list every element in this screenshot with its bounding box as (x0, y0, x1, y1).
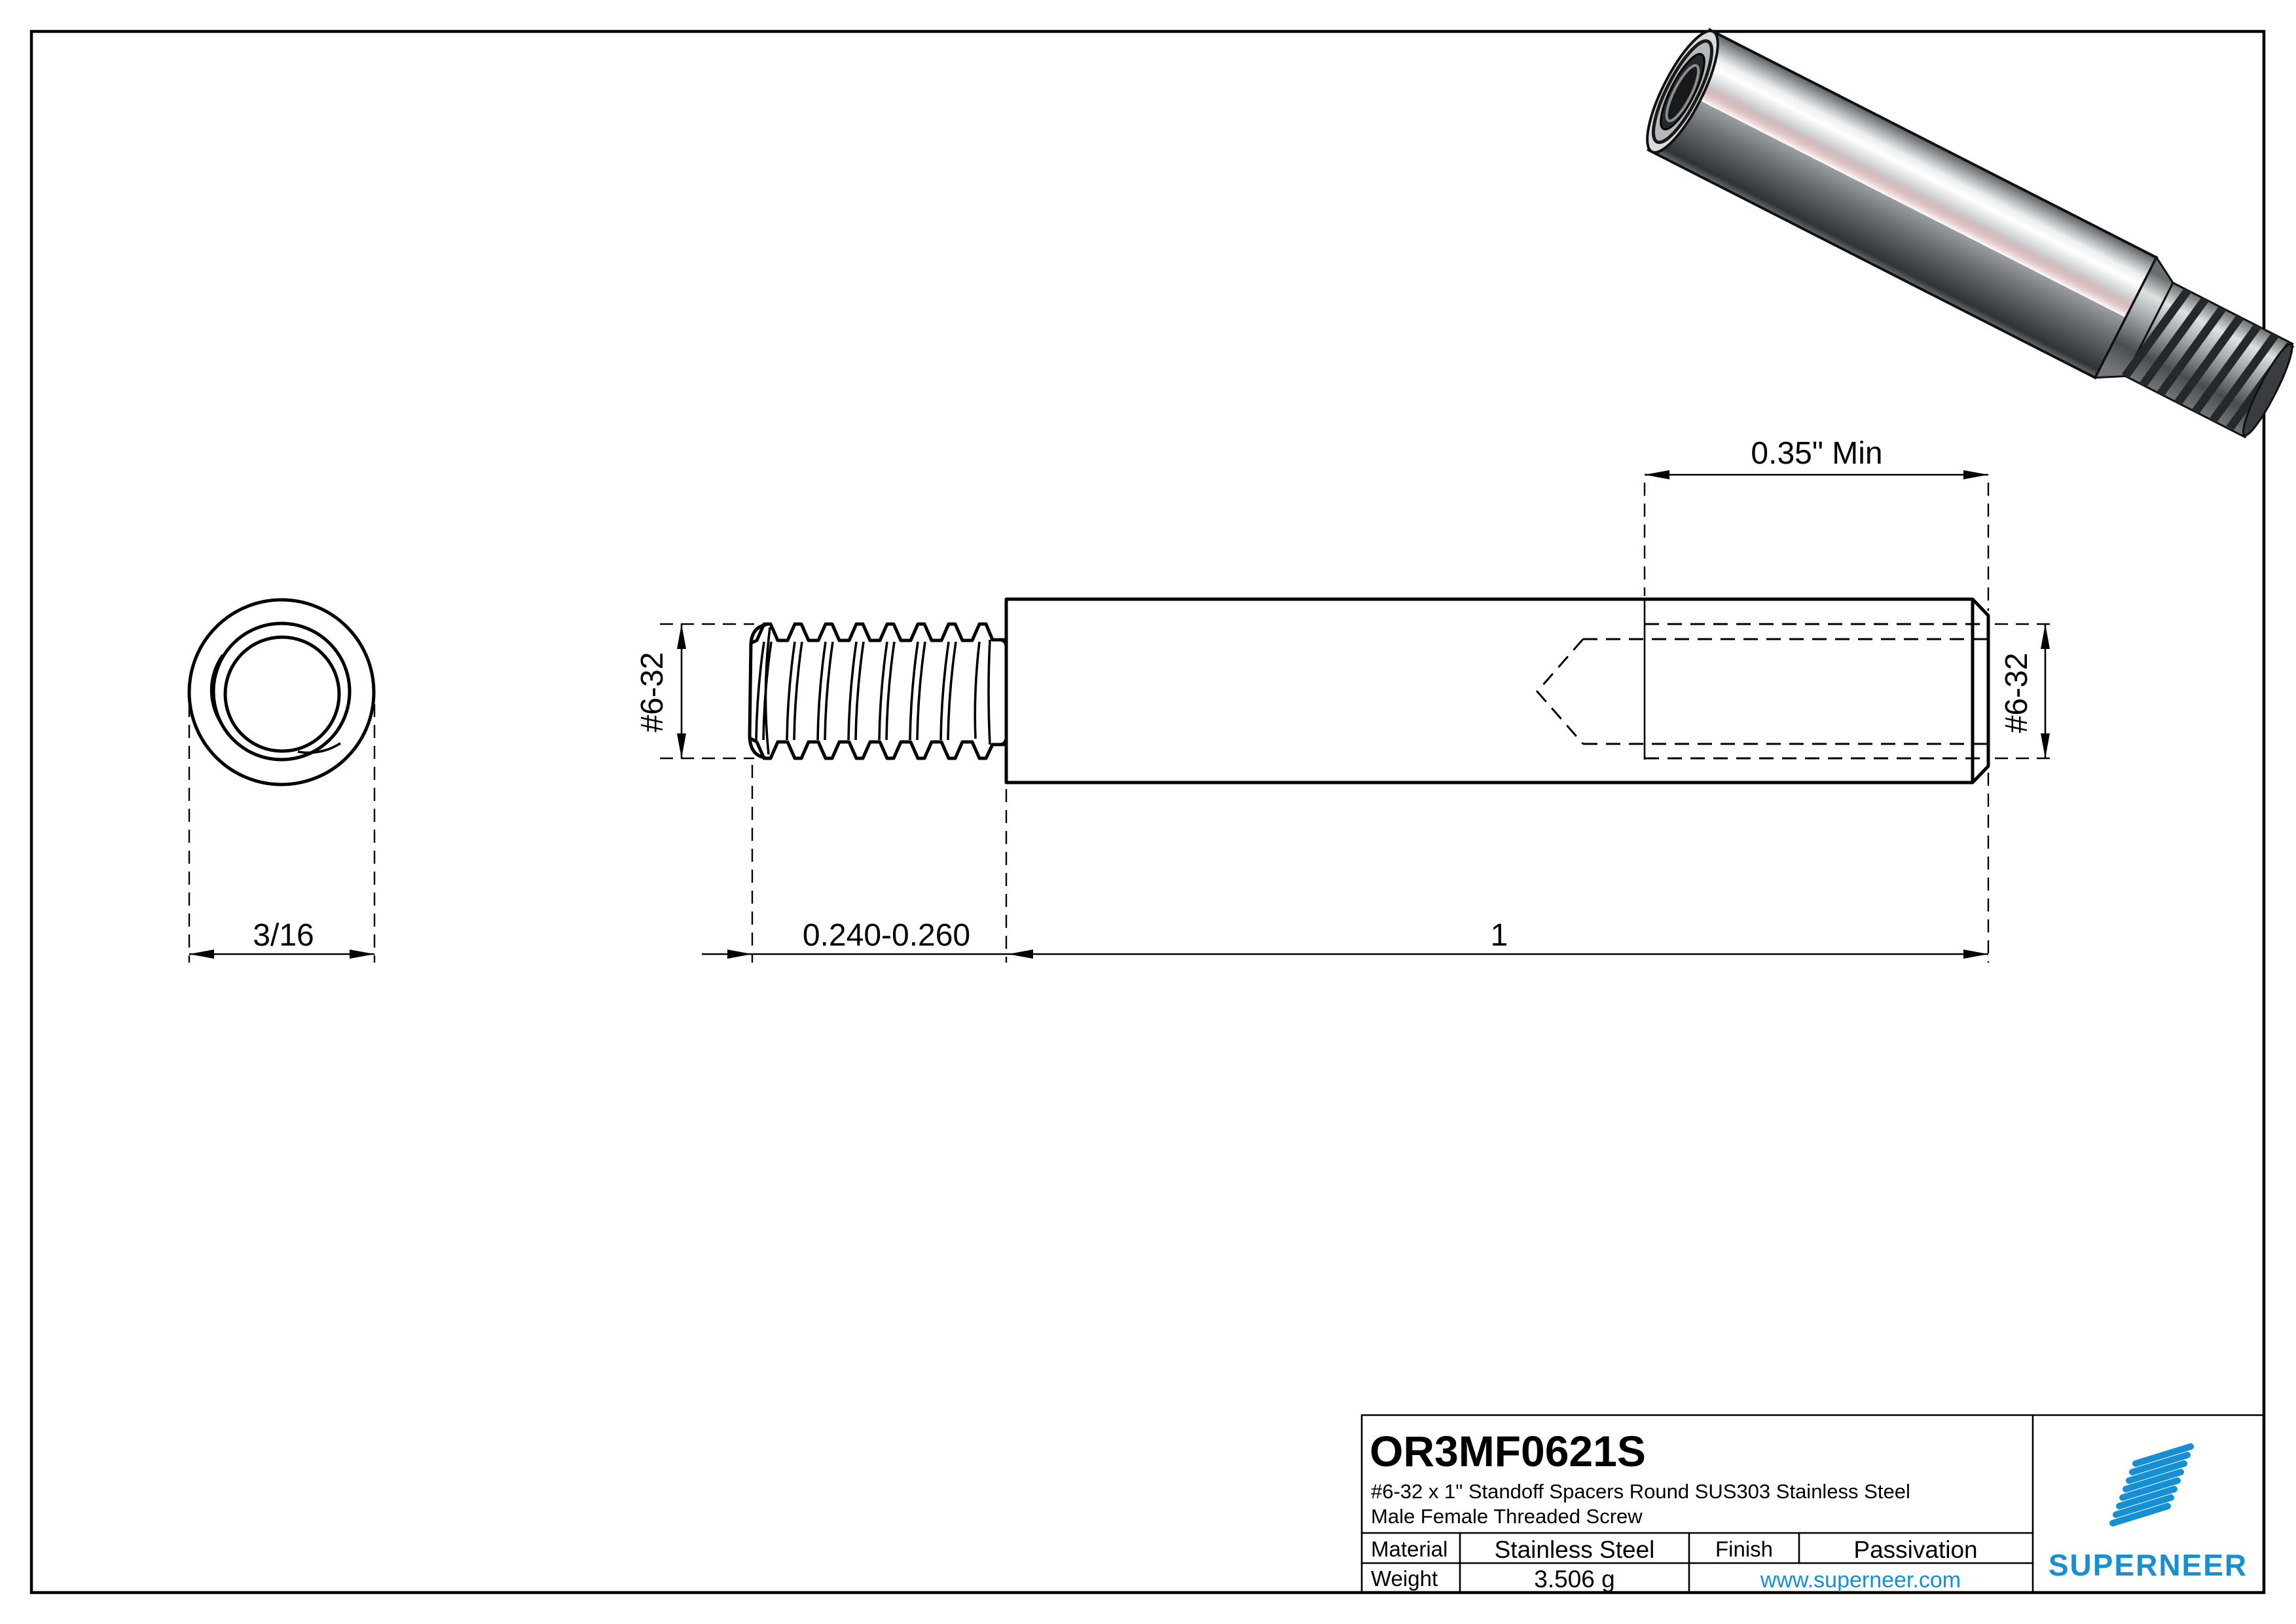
finish-value: Passivation (1853, 1536, 1977, 1563)
website-link[interactable]: www.superneer.com (1760, 1568, 1961, 1593)
dim-3-16: 3/16 (253, 918, 314, 953)
front-view: 3/16 (187, 598, 376, 963)
male-thread-top-profile (749, 622, 1006, 645)
material-value: Stainless Steel (1495, 1536, 1655, 1563)
arrowhead-right (350, 950, 374, 959)
thread-major-circle (211, 621, 352, 762)
brand-name: SUPERNEER (2049, 1548, 2248, 1582)
render-tip-end (2242, 343, 2293, 437)
render-hole-thread (1665, 64, 1700, 122)
render-body-cylinder (1647, 28, 2159, 380)
weight-label: Weight (1371, 1566, 1438, 1591)
dim-lengths: 0.240-0.260 1 (702, 765, 1990, 963)
thread-arc-detail (210, 654, 228, 733)
side-view: #6-32 #6-32 0.35" Min (635, 436, 2056, 963)
thread-arc-detail2 (297, 742, 341, 754)
description-line2: Male Female Threaded Screw (1371, 1505, 1643, 1528)
dim-text-female-thread: #6-32 (1999, 653, 2034, 733)
render-3d (1646, 28, 2295, 439)
logo-stripes-icon (2109, 1443, 2194, 1526)
dim-female-thread: #6-32 (1995, 623, 2056, 760)
thread-flank-lines (755, 641, 981, 741)
female-thread-hidden-lines (1536, 623, 1988, 760)
thread-minor-circle (223, 635, 341, 753)
dim-male-thread: #6-32 (635, 623, 754, 760)
finish-label: Finish (1715, 1537, 1773, 1561)
description-line1: #6-32 x 1" Standoff Spacers Round SUS303… (1371, 1480, 1910, 1503)
dim-text-body-length: 1 (1491, 918, 1508, 953)
thread-end-cap (748, 623, 768, 760)
dim-text-male-thread: #6-32 (635, 652, 670, 733)
part-number: OR3MF0621S (1370, 1427, 1646, 1475)
dim-text-thread-depth: 0.35" Min (1751, 436, 1882, 471)
brand-logo: SUPERNEER (2049, 1443, 2248, 1582)
title-block: OR3MF0621S #6-32 x 1" Standoff Spacers R… (1360, 1414, 2265, 1594)
outer-diameter-circle (187, 598, 376, 786)
male-thread-bottom-profile (749, 737, 1006, 760)
page-border (29, 29, 2266, 1595)
dim-thread-depth: 0.35" Min (1643, 436, 1990, 760)
dim-text-male-length: 0.240-0.260 (803, 918, 970, 953)
arrowhead-left (189, 950, 214, 959)
thread-runout-line (987, 639, 991, 745)
body-outline (1004, 597, 1990, 784)
material-label: Material (1371, 1537, 1448, 1561)
weight-value: 3.506 g (1534, 1566, 1614, 1593)
